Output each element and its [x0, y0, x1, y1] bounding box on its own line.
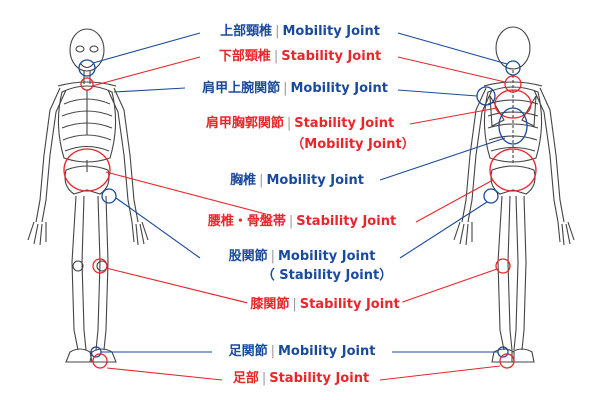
back-lumbar-pelvic-circle: [489, 148, 537, 192]
label-separator: |: [270, 344, 275, 359]
label-foot: 足部|Stability Joint: [229, 371, 373, 387]
label-hip-en: Mobility Joint: [277, 249, 376, 264]
label-scapulohumeral: 肩甲上腕関節|Mobility Joint: [199, 81, 391, 97]
label-scapulohumeral-jp: 肩甲上腕関節: [202, 81, 281, 96]
label-ankle-jp: 足関節: [228, 344, 268, 359]
label-separator: |: [288, 214, 294, 229]
back-knee-circle: [495, 258, 511, 274]
back-hip-circle: [483, 188, 499, 204]
label-knee: 膝関節|Stability Joint: [247, 297, 403, 313]
label-scapulothoracic-jp: 肩甲胸郭関節: [205, 116, 284, 131]
back-skull: [495, 26, 531, 70]
front-knee-circle: [92, 258, 108, 274]
front-foot-circle: [92, 353, 108, 369]
label-ankle-en: Mobility Joint: [277, 344, 376, 359]
label-separator: |: [275, 24, 280, 39]
back-upper-cervical-circle: [505, 60, 521, 76]
label-scapulothoracic-en2: （Mobility Joint）: [291, 137, 415, 152]
label-upper-cervical: 上部頸椎|Mobility Joint: [217, 24, 383, 40]
label-lumbar-pelvic-jp: 腰椎・骨盤帯: [207, 214, 286, 229]
front-upper-cervical-circle: [78, 59, 96, 77]
back-skeleton: [453, 26, 575, 363]
front-ribcage: [57, 85, 117, 163]
front-pelvis: [64, 165, 110, 195]
front-skull: [69, 28, 105, 72]
back-foot-circle: [499, 353, 515, 369]
label-foot-jp: 足部: [232, 371, 259, 386]
label-separator: |: [259, 173, 264, 188]
label-lumbar-pelvic-en: Stability Joint: [296, 214, 397, 229]
label-scapulothoracic: 肩甲胸郭関節|Stability Joint: [202, 116, 398, 132]
label-lower-cervical-en: Stability Joint: [281, 49, 382, 64]
label-thoracic: 胸椎|Mobility Joint: [227, 173, 367, 189]
label-separator: |: [273, 49, 279, 64]
label-scapulohumeral-en: Mobility Joint: [290, 81, 388, 96]
label-hip-en2: （ Stability Joint）: [261, 268, 393, 283]
front-hip-circle: [101, 188, 117, 204]
back-thoracic-circle: [498, 107, 528, 145]
label-separator: |: [286, 116, 292, 131]
label-separator: |: [270, 249, 275, 264]
label-thoracic-jp: 胸椎: [230, 173, 257, 188]
label-scapulothoracic-alt: （Mobility Joint）: [288, 137, 418, 153]
label-lumbar-pelvic: 腰椎・骨盤帯|Stability Joint: [204, 214, 400, 230]
label-ankle: 足関節|Mobility Joint: [225, 344, 379, 360]
label-upper-cervical-jp: 上部頸椎: [220, 24, 273, 39]
label-lower-cervical: 下部頸椎|Stability Joint: [215, 49, 385, 65]
label-thoracic-en: Mobility Joint: [266, 173, 364, 188]
front-lumbar-pelvic-circle: [63, 148, 111, 192]
label-hip-alt: （ Stability Joint）: [258, 268, 396, 284]
label-separator: |: [292, 297, 297, 312]
back-ribcage: [483, 86, 543, 163]
label-scapulothoracic-en: Stability Joint: [294, 116, 395, 131]
back-pelvis: [490, 165, 536, 195]
label-knee-jp: 膝関節: [250, 297, 290, 312]
back-scapula-circle: [494, 89, 532, 119]
back-lower-cervical-circle: [504, 75, 522, 93]
front-lower-cervical-circle: [80, 77, 94, 91]
label-hip: 股関節|Mobility Joint: [225, 249, 379, 265]
label-knee-en: Stability Joint: [299, 297, 400, 312]
label-separator: |: [261, 371, 267, 386]
label-foot-en: Stability Joint: [269, 371, 370, 386]
label-hip-jp: 股関節: [228, 249, 268, 264]
label-separator: |: [283, 81, 288, 96]
label-lower-cervical-jp: 下部頸椎: [218, 49, 271, 64]
front-skeleton: [27, 28, 149, 363]
label-upper-cervical-en: Mobility Joint: [282, 24, 380, 39]
